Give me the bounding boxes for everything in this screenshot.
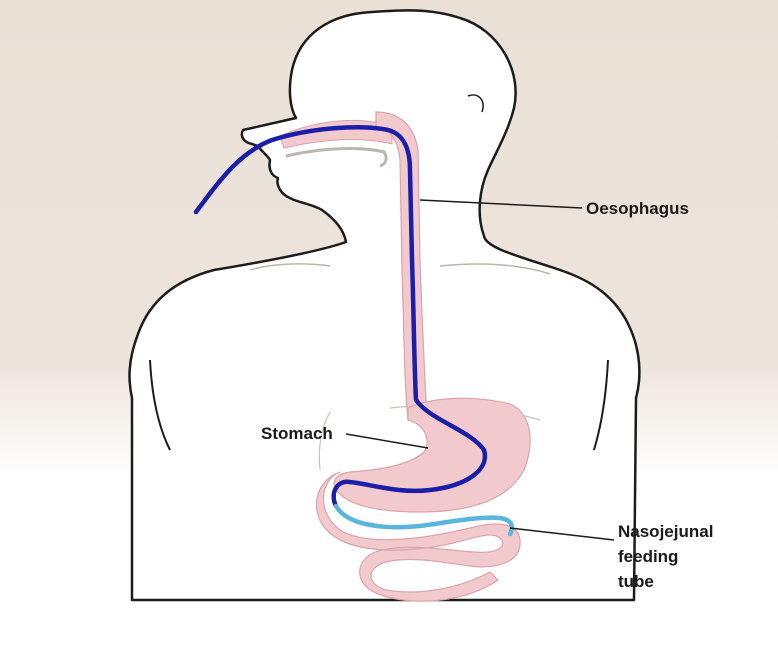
oesophagus-label: Oesophagus <box>586 199 689 218</box>
tube-label-line1: Nasojejunal <box>618 522 713 541</box>
stomach-label: Stomach <box>261 424 333 443</box>
tube-label-line3: tube <box>618 572 654 591</box>
tube-label-line2: feeding <box>618 547 678 566</box>
